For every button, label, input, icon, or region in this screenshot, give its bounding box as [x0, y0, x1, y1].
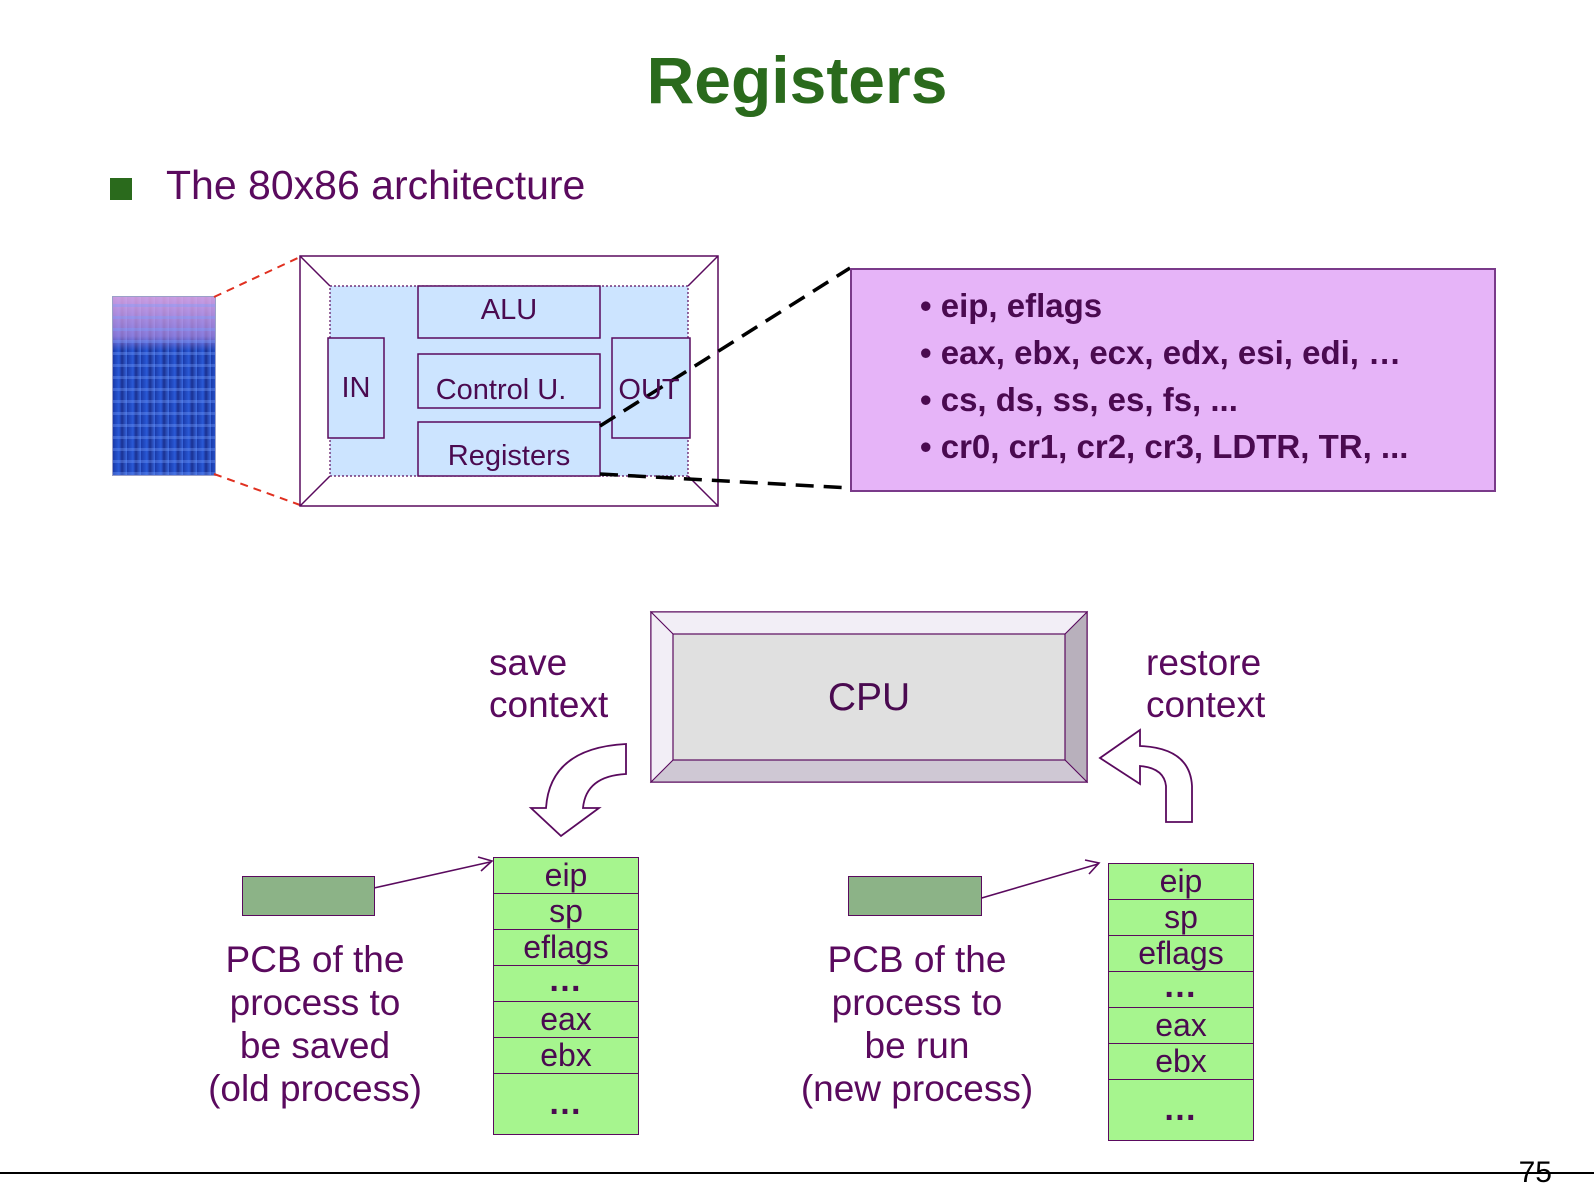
stack-cell-ebx: ebx: [1109, 1044, 1253, 1080]
register-list-item: • eip, eflags: [920, 287, 1103, 324]
save-context-arrow-icon: [528, 743, 627, 838]
new-pcb-caption-line: be run: [864, 1025, 970, 1066]
cpu-die-image: [112, 296, 216, 476]
register-list-item: • eax, ebx, ecx, edx, esi, edi, …: [920, 334, 1402, 371]
stack-cell-ellipsis: …: [548, 1084, 584, 1122]
register-list-item: • cr0, cr1, cr2, cr3, LDTR, TR, ...: [920, 428, 1409, 465]
stack-cell-eax: eax: [1109, 1008, 1253, 1044]
new-pcb-pointer: [967, 863, 1099, 903]
reg-zoom-line-bottom: [599, 472, 851, 490]
old-pcb-box: [242, 876, 375, 916]
footer-divider: [0, 1172, 1594, 1174]
stack-cell-eflags: eflags: [494, 930, 638, 966]
zoom-line-top: [213, 256, 301, 298]
stack-cell-ellipsis: …: [494, 963, 638, 1002]
stack-cell-eax: eax: [494, 1002, 638, 1038]
new-process-register-stack: eip sp eflags … eax ebx …: [1108, 863, 1254, 1141]
old-pcb-caption-line: PCB of the: [225, 939, 405, 980]
stack-cell-eip: eip: [1109, 864, 1253, 900]
bullet-text: The 80x86 architecture: [166, 162, 586, 208]
save-context-label: save context: [489, 642, 608, 726]
new-pcb-caption-line: (new process): [800, 1068, 1034, 1109]
restore-context-arrow-icon: [1098, 728, 1193, 823]
restore-context-line: context: [1146, 684, 1266, 725]
restore-context-line: restore: [1146, 642, 1262, 683]
stack-cell-ellipsis: …: [1163, 1090, 1199, 1128]
stack-cell-eip: eip: [494, 858, 638, 894]
reg-zoom-line-top: [599, 266, 851, 428]
alu-block: [417, 285, 601, 339]
in-label: IN: [341, 372, 371, 404]
old-pcb-caption-line: be saved: [239, 1025, 391, 1066]
arch-bevel: [299, 475, 331, 507]
save-context-line: save: [489, 642, 568, 683]
new-pcb-arrowhead-icon: [1084, 859, 1101, 875]
cpu-bevel-left: [650, 610, 674, 784]
out-label: OUT: [618, 374, 680, 406]
control-unit-label: Control U.: [435, 374, 567, 406]
register-list-box: • eip, eflags • eax, ebx, ecx, edx, esi,…: [850, 268, 1496, 492]
old-pcb-arrowhead-icon: [477, 856, 494, 872]
cpu-face: [672, 633, 1066, 761]
restore-context-label: restore context: [1146, 642, 1265, 726]
new-pcb-caption: PCB of the process to be run (new proces…: [772, 938, 1062, 1110]
alu-label: ALU: [480, 294, 538, 326]
old-pcb-caption-line: (old process): [208, 1068, 422, 1109]
new-pcb-caption-line: PCB of the: [827, 939, 1007, 980]
cpu-label: CPU: [827, 676, 911, 719]
arch-bevel: [687, 255, 719, 287]
new-pcb-box: [848, 876, 982, 916]
old-process-register-stack: eip sp eflags … eax ebx …: [493, 857, 639, 1135]
new-pcb-caption-line: process to: [831, 982, 1003, 1023]
old-pcb-caption: PCB of the process to be saved (old proc…: [170, 938, 460, 1110]
stack-cell-ebx: ebx: [494, 1038, 638, 1074]
slide-title: Registers: [646, 43, 948, 117]
arch-bevel: [687, 475, 719, 507]
registers-label: Registers: [447, 440, 571, 472]
stack-cell-sp: sp: [1109, 900, 1253, 936]
out-block: [611, 337, 691, 439]
zoom-line-bottom: [213, 473, 301, 506]
stack-cell-eflags: eflags: [1109, 936, 1253, 972]
page-number: 75: [1518, 1156, 1552, 1189]
cpu-bevel-top: [649, 611, 1089, 635]
old-pcb-pointer: [373, 861, 491, 889]
registers-block: [417, 421, 601, 477]
cpu-bevel-right: [1064, 610, 1088, 784]
old-pcb-caption-line: process to: [229, 982, 401, 1023]
stack-cell-sp: sp: [494, 894, 638, 930]
in-block: [327, 337, 385, 439]
save-context-line: context: [489, 684, 609, 725]
bullet-square-icon: [110, 178, 132, 200]
stack-cell-ellipsis: …: [1109, 969, 1253, 1008]
control-block: [417, 353, 601, 409]
arch-bevel: [299, 255, 331, 287]
cpu-bevel-bottom: [649, 759, 1089, 783]
register-list-item: • cs, ds, ss, es, fs, ...: [920, 381, 1238, 418]
